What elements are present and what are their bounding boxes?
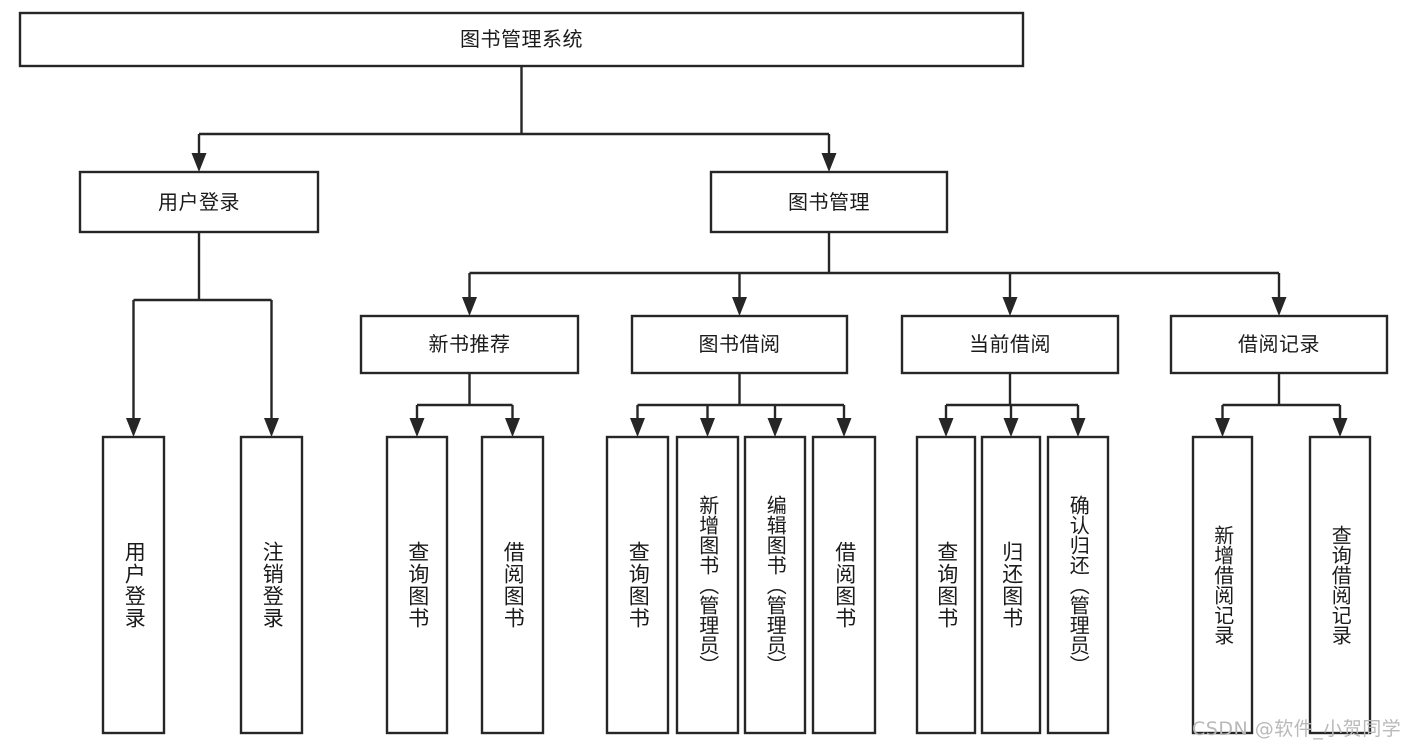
arrow-head-icon <box>126 418 141 437</box>
node-box-l3-borrow-book-a[interactable] <box>480 435 545 735</box>
arrow-head-icon <box>1002 297 1018 316</box>
node-box-l3-logout[interactable] <box>239 435 304 735</box>
arrow-head-icon <box>732 297 747 316</box>
node-box-root[interactable] <box>18 11 1025 68</box>
arrow-head-icon <box>1070 418 1086 437</box>
arrow-head-icon <box>1332 418 1348 437</box>
node-box-l2-book-borrow[interactable] <box>630 314 849 375</box>
node-box-l3-add-book-admin[interactable] <box>675 435 740 735</box>
node-box-l3-return-book[interactable] <box>980 435 1042 735</box>
arrow-head-icon <box>1271 297 1287 316</box>
node-box-l1-user-login[interactable] <box>78 170 320 234</box>
arrow-head-icon <box>1215 418 1230 437</box>
arrow-head-icon <box>505 418 520 437</box>
node-box-l1-book-manage[interactable] <box>709 170 949 234</box>
arrow-head-icon <box>264 418 279 437</box>
node-box-l3-user-login[interactable] <box>101 435 166 735</box>
node-box-l3-confirm-return-admin[interactable] <box>1046 435 1110 735</box>
arrow-head-icon <box>700 418 715 437</box>
arrow-head-icon <box>938 418 954 437</box>
arrow-head-icon <box>836 418 852 437</box>
arrow-head-icon <box>409 418 425 437</box>
arrow-head-icon <box>821 153 837 172</box>
node-box-l3-query-record[interactable] <box>1308 435 1372 735</box>
arrow-head-icon <box>462 297 477 316</box>
node-box-l2-new-book-rec[interactable] <box>359 314 580 375</box>
node-box-l2-borrow-record[interactable] <box>1169 314 1389 375</box>
node-box-l3-add-record[interactable] <box>1191 435 1254 735</box>
node-box-l3-query-book-b[interactable] <box>605 435 670 735</box>
arrow-head-icon <box>1003 418 1019 437</box>
node-box-l3-query-book-c[interactable] <box>915 435 977 735</box>
arrow-head-icon <box>767 418 783 437</box>
node-box-l3-query-book-a[interactable] <box>385 435 449 735</box>
arrow-head-icon <box>191 153 207 172</box>
node-box-l3-borrow-book-b[interactable] <box>811 435 877 735</box>
node-box-l2-current-borrow[interactable] <box>900 314 1120 375</box>
arrow-head-icon <box>630 418 645 437</box>
node-box-l3-edit-book-admin[interactable] <box>743 435 807 735</box>
